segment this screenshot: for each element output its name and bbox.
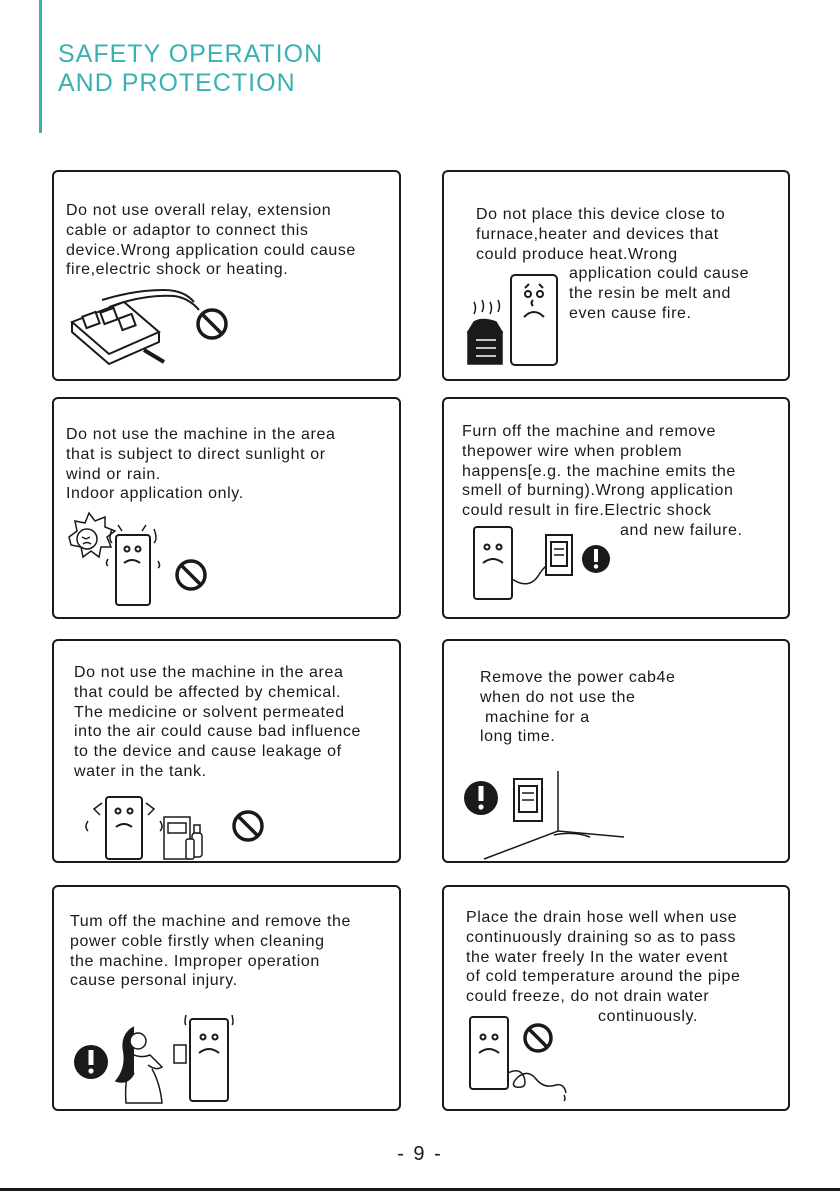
power-strip-icon <box>70 288 200 366</box>
wall-outlet-icon <box>483 771 625 860</box>
title-line-2: AND PROTECTION <box>58 69 296 97</box>
accent-bar <box>39 0 42 133</box>
warning-icon <box>582 545 610 573</box>
drain-hose-icon <box>507 1070 567 1102</box>
dehumidifier-icon <box>473 526 551 600</box>
chemical-bottles-icon <box>163 816 203 860</box>
wall-outlet-icon <box>545 534 573 576</box>
warning-icon <box>74 1045 108 1079</box>
card-illustration <box>85 796 264 860</box>
dehumidifier-icon <box>184 1014 234 1102</box>
title-line-1: SAFETY OPERATION <box>58 40 324 68</box>
prohibition-icon <box>196 308 228 340</box>
woman-icon <box>114 1026 187 1104</box>
bottom-rule <box>0 1188 840 1191</box>
card-illustration <box>68 511 207 606</box>
dehumidifier-icon <box>105 524 161 606</box>
sun-icon <box>68 511 117 559</box>
card-illustration <box>469 1016 567 1102</box>
heater-icon <box>466 299 504 365</box>
page-number: - 9 - <box>397 1143 443 1165</box>
dehumidifier-icon <box>85 796 163 860</box>
warning-icon <box>464 781 498 815</box>
card-illustration <box>473 526 610 600</box>
prohibition-icon <box>175 559 207 591</box>
dehumidifier-icon <box>469 1016 509 1090</box>
prohibition-icon <box>232 810 264 842</box>
prohibition-icon <box>523 1023 553 1053</box>
card-illustration <box>70 288 228 366</box>
card-illustration <box>74 1014 234 1104</box>
card-illustration <box>466 274 558 366</box>
card-illustration <box>464 771 625 860</box>
page-title: SAFETY OPERATION AND PROTECTION <box>58 40 323 98</box>
dehumidifier-icon <box>510 274 558 366</box>
